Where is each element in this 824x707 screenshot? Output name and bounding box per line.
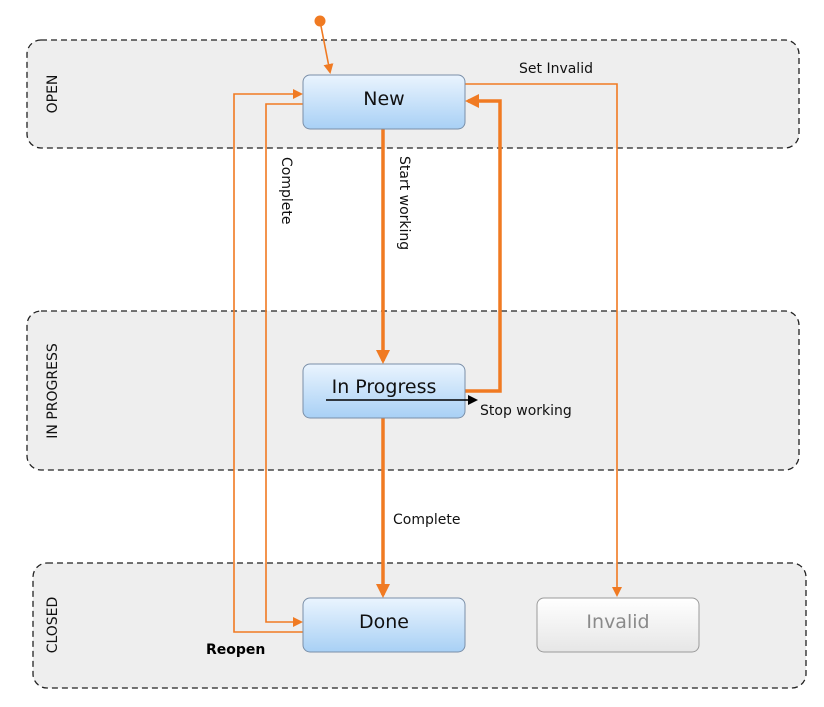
initial-transition-arrow [319, 20, 334, 74]
state-done[interactable]: Done [302, 597, 466, 653]
transition-stop-working [465, 94, 502, 393]
label-set-invalid: Set Invalid [519, 61, 593, 77]
label-complete-from-new: Complete [278, 157, 294, 224]
transition-complete-from-new [265, 103, 303, 627]
transition-reopen [233, 89, 303, 633]
state-done-label: Done [359, 611, 409, 633]
label-stop-working: Stop working [480, 403, 572, 419]
lane-label-in-progress: IN PROGRESS [45, 343, 61, 439]
lane-label-open: OPEN [45, 75, 61, 114]
state-new-label: New [363, 88, 404, 110]
label-reopen: Reopen [206, 642, 265, 658]
state-in-progress-label: In Progress [332, 376, 437, 398]
label-complete: Complete [393, 512, 460, 528]
transition-set-invalid [465, 83, 622, 597]
label-start-working: Start working [396, 156, 412, 250]
state-invalid-label: Invalid [586, 611, 649, 633]
state-invalid[interactable]: Invalid [536, 597, 700, 653]
lane-label-closed: CLOSED [45, 597, 61, 654]
state-in-progress[interactable]: In Progress [302, 363, 478, 419]
state-new[interactable]: New [302, 74, 466, 130]
